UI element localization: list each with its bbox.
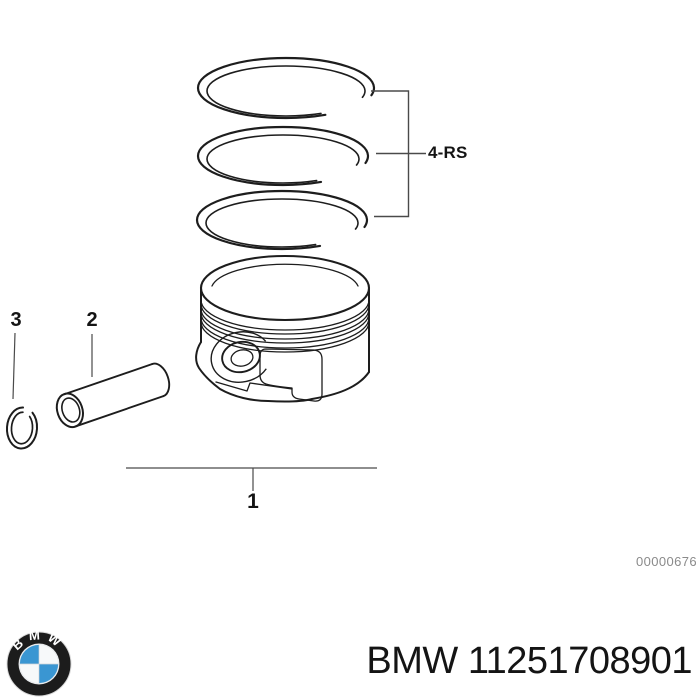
part-label-piston-pin: 2 — [86, 309, 98, 331]
piston-ring-top — [196, 56, 376, 120]
piston-ring-middle — [196, 125, 370, 187]
rings-group-label: 4-RS — [428, 143, 468, 162]
circlip-drawing — [5, 406, 39, 450]
part-label-circlip: 3 — [10, 309, 22, 331]
piston-pin-drawing — [55, 362, 171, 429]
part-number-title: BMW 11251708901 — [366, 640, 692, 682]
bmw-logo-icon: BMW — [6, 631, 72, 697]
piston-drawing — [195, 254, 371, 403]
piston-ring-bottom — [195, 189, 369, 251]
part-label-piston-assembly: 1 — [247, 490, 259, 513]
document-number: 00000676 — [635, 554, 697, 569]
leader-lines — [12, 332, 377, 491]
rings-bracket — [371, 90, 426, 218]
